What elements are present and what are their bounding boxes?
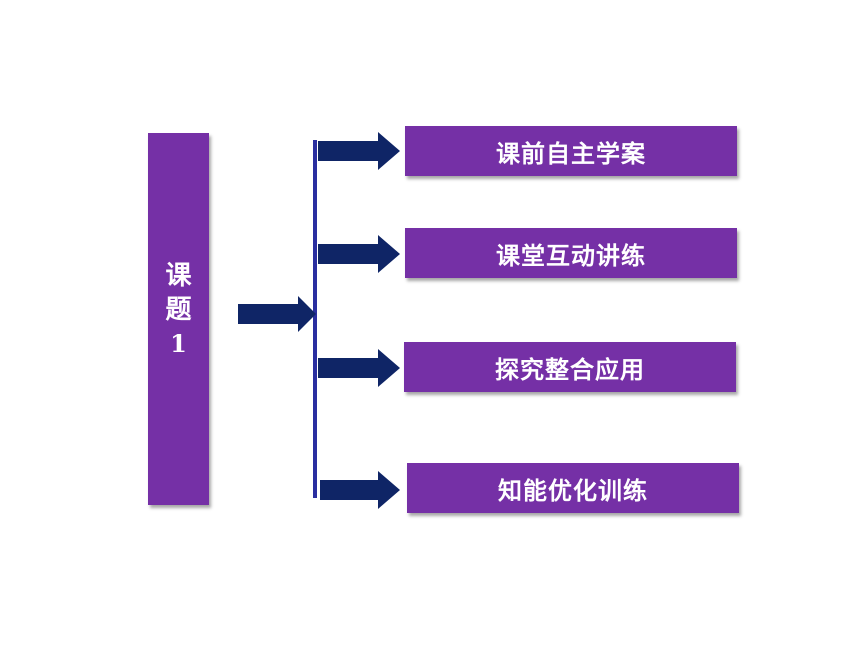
item-label-1: 课前自主学案 xyxy=(496,139,646,168)
branch-arrow-4 xyxy=(320,471,400,509)
item-box-4: 知能优化训练 xyxy=(407,463,739,513)
item-box-1: 课前自主学案 xyxy=(405,126,737,176)
item-label-3: 探究整合应用 xyxy=(495,355,645,384)
topic-title: 课题 xyxy=(165,261,192,325)
item-label-2: 课堂互动讲练 xyxy=(496,241,646,270)
topic-box: 课题 1 xyxy=(148,133,209,505)
branch-arrow-3 xyxy=(318,349,400,387)
item-box-3: 探究整合应用 xyxy=(404,342,736,392)
item-box-2: 课堂互动讲练 xyxy=(405,228,737,278)
vertical-bracket-line xyxy=(313,140,317,498)
topic-number: 1 xyxy=(170,329,187,358)
item-label-4: 知能优化训练 xyxy=(498,476,648,505)
main-arrow xyxy=(238,296,316,332)
branch-arrow-2 xyxy=(318,235,400,273)
topic-label: 课题 1 xyxy=(164,259,194,361)
branch-arrow-1 xyxy=(318,132,400,170)
